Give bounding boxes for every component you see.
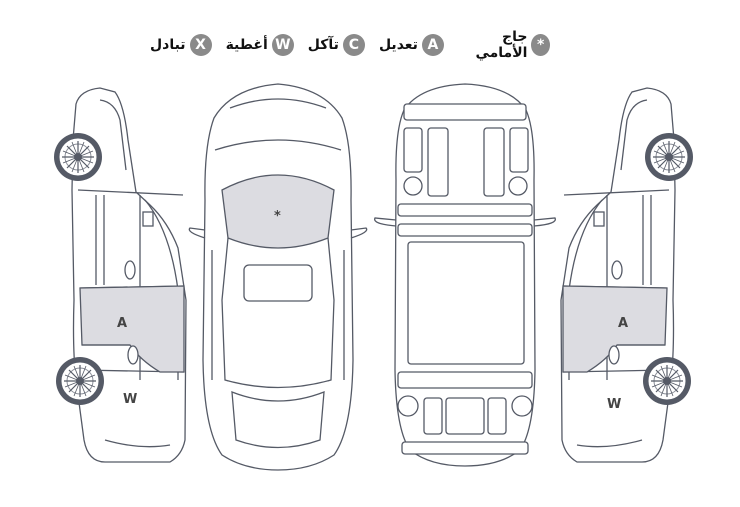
- legend-symbol: C: [342, 34, 365, 56]
- legend-label: تعديل: [378, 37, 418, 53]
- right-rear-door-damage: [562, 285, 668, 373]
- underside-view: [374, 83, 556, 467]
- legend-label: تآكل: [307, 37, 339, 53]
- left-rear-door-mark: A: [117, 316, 127, 331]
- right-rear-door-mark: A: [618, 316, 628, 331]
- legend-item-replacement: X تبادل: [150, 34, 212, 56]
- left-rear-door-damage: [79, 285, 185, 373]
- legend-symbol: *: [531, 34, 550, 56]
- legend-symbol: A: [421, 34, 444, 56]
- right-side-view: [560, 87, 694, 463]
- legend-label: أغطية: [225, 37, 268, 53]
- legend-item-windshield: * جاج الأمامي: [458, 29, 550, 61]
- damage-legend: * جاج الأمامي A تعديل C تآكل W أغطية X ت…: [150, 29, 550, 61]
- legend-item-covers: W أغطية: [226, 34, 294, 56]
- legend-item-modification: A تعديل: [379, 34, 444, 56]
- windshield-mark: *: [274, 209, 281, 224]
- left-side-view: A W: [53, 87, 187, 463]
- windshield-damage: [221, 174, 335, 249]
- legend-symbol: W: [271, 34, 294, 56]
- top-view: *: [188, 83, 368, 471]
- legend-item-corrosion: C تآكل: [308, 34, 365, 56]
- legend-symbol: X: [189, 34, 212, 56]
- left-rear-quarter-mark: W: [123, 392, 137, 407]
- legend-label: جاج الأمامي: [475, 29, 528, 61]
- right-rear-quarter-mark: W: [607, 397, 621, 412]
- legend-label: تبادل: [150, 37, 186, 53]
